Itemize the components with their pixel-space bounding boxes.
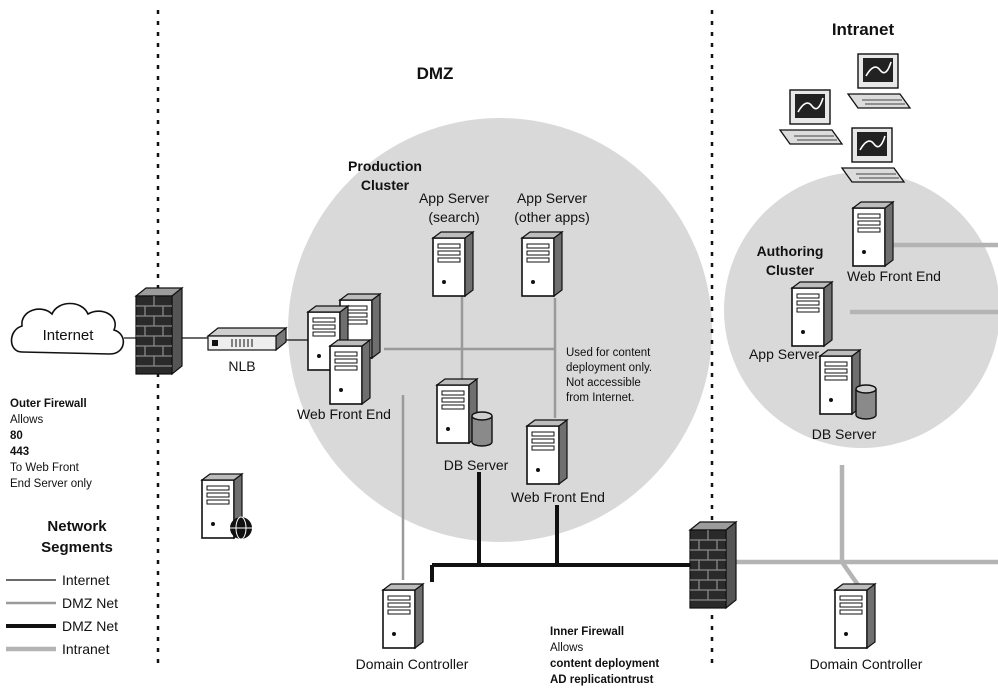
- content-deployment-note-2: deployment only.: [566, 362, 653, 374]
- internet-web-server-icon: [201, 473, 252, 540]
- inner-firewall-line-1: Allows: [550, 642, 584, 654]
- authoring-cluster-label-1: Authoring: [756, 243, 824, 259]
- nlb-label: NLB: [228, 358, 256, 374]
- domain-controller-dmz-icon: [382, 583, 424, 649]
- web-front-end-dmz-2-icon: [526, 419, 568, 485]
- app-server-search-icon: [432, 231, 474, 297]
- intranet-title: Intranet: [831, 20, 895, 39]
- inner-firewall-line-2: content deployment: [550, 658, 660, 670]
- db-server-intranet-label: DB Server: [811, 426, 877, 442]
- domain-controller-intranet-label: Domain Controller: [809, 656, 923, 672]
- web-front-end-intranet-icon: [852, 201, 894, 267]
- content-deployment-note-4: from Internet.: [566, 392, 635, 404]
- internet-label: Internet: [42, 327, 94, 344]
- app-server-other-label-1: App Server: [516, 190, 588, 206]
- nlb-icon: [206, 326, 288, 352]
- legend-item-intranet: Intranet: [62, 641, 110, 657]
- production-cluster-label-1: Production: [348, 158, 422, 174]
- legend-item-dmz-net-gray: DMZ Net: [62, 595, 118, 611]
- intranet-workstations-icon: [779, 53, 911, 183]
- outer-firewall-line-4: To Web Front: [10, 462, 79, 474]
- legend-samples: [6, 579, 56, 652]
- app-server-other-label-2: (other apps): [514, 209, 590, 225]
- inner-firewall-title: Inner Firewall: [550, 626, 625, 638]
- legend-item-dmz-net-black: DMZ Net: [62, 618, 118, 634]
- db-server-dmz-label: DB Server: [443, 457, 509, 473]
- legend-title-2: Segments: [41, 539, 113, 556]
- app-server-intranet-label: App Server: [748, 346, 820, 362]
- inner-firewall-icon: [689, 521, 737, 609]
- outer-firewall-line-3: 443: [10, 446, 30, 458]
- internet-links: [124, 337, 310, 341]
- dmz-net-gray-links: [384, 295, 557, 580]
- outer-firewall-line-5: End Server only: [10, 478, 92, 490]
- legend-item-internet: Internet: [62, 572, 110, 588]
- intranet-links: [722, 242, 998, 587]
- web-front-end-dmz-1-label: Web Front End: [297, 406, 391, 422]
- app-server-other-icon: [521, 231, 563, 297]
- domain-controller-intranet-icon: [834, 583, 876, 649]
- app-server-search-label-2: (search): [428, 209, 480, 225]
- production-cluster-label-2: Cluster: [360, 177, 410, 193]
- content-deployment-note-1: Used for content: [566, 347, 651, 359]
- outer-firewall-line-2: 80: [10, 430, 23, 442]
- legend-title-1: Network: [47, 518, 107, 535]
- outer-firewall-title: Outer Firewall: [10, 398, 87, 410]
- production-cluster: [288, 118, 712, 542]
- web-front-end-dmz-2-label: Web Front End: [511, 489, 605, 505]
- internet-cloud-icon: [10, 302, 125, 355]
- inner-firewall-line-3: AD replicationtrust: [550, 674, 654, 686]
- web-front-end-intranet-label: Web Front End: [847, 268, 941, 284]
- app-server-intranet-icon: [791, 281, 833, 347]
- outer-firewall-line-1: Allows: [10, 414, 44, 426]
- dmz-net-black-links: [430, 472, 690, 582]
- authoring-cluster-label-2: Cluster: [765, 262, 815, 278]
- content-deployment-note-3: Not accessible: [566, 377, 641, 389]
- outer-firewall-icon: [135, 287, 183, 375]
- app-server-search-label-1: App Server: [418, 190, 490, 206]
- dmz-title: DMZ: [416, 64, 454, 83]
- domain-controller-dmz-label: Domain Controller: [355, 656, 469, 672]
